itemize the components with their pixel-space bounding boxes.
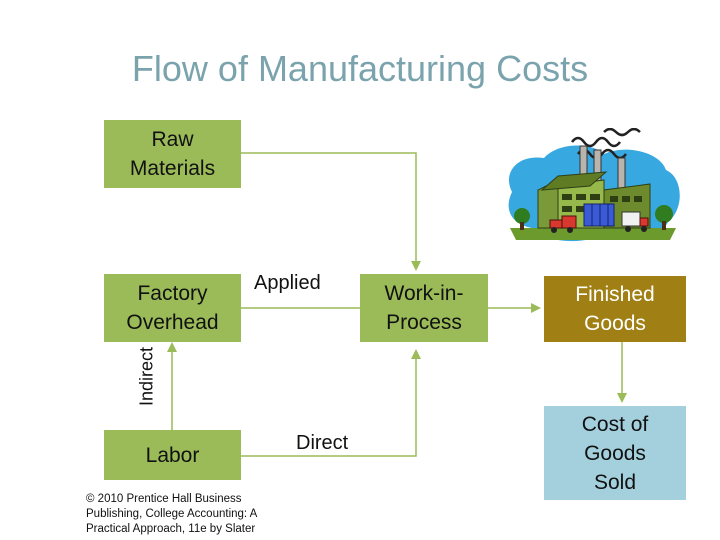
connector-labor-direct-to-wip <box>241 349 421 457</box>
edge-label-direct: Direct <box>296 432 349 454</box>
node-labor: Labor <box>104 430 241 480</box>
node-finished-goods-label: Finished Goods <box>575 283 655 335</box>
node-finished-goods: Finished Goods <box>544 276 686 342</box>
edge-label-applied: Applied <box>254 272 321 294</box>
node-cost-of-goods-sold-label: Cost of Goods Sold <box>581 412 649 494</box>
node-work-in-process: Work-in-Process <box>360 274 488 342</box>
factory-icon <box>508 128 680 242</box>
node-raw-materials-label: Raw Materials <box>129 128 216 180</box>
node-factory-overhead: Factory Overhead <box>104 274 241 342</box>
node-raw-materials: Raw Materials <box>104 120 241 188</box>
edge-label-indirect: Indirect <box>136 346 157 407</box>
copyright-notice: © 2010 Prentice Hall Business Publishing… <box>86 493 257 535</box>
node-cost-of-goods-sold: Cost of Goods Sold <box>544 406 686 500</box>
connector-raw-materials-to-wip <box>241 152 421 271</box>
node-factory-overhead-label: Factory Overhead <box>126 282 219 334</box>
node-work-in-process-label: Work-in-Process <box>384 282 464 334</box>
node-labor-label: Labor <box>145 443 200 467</box>
slide-title: Flow of Manufacturing Costs <box>131 48 589 89</box>
